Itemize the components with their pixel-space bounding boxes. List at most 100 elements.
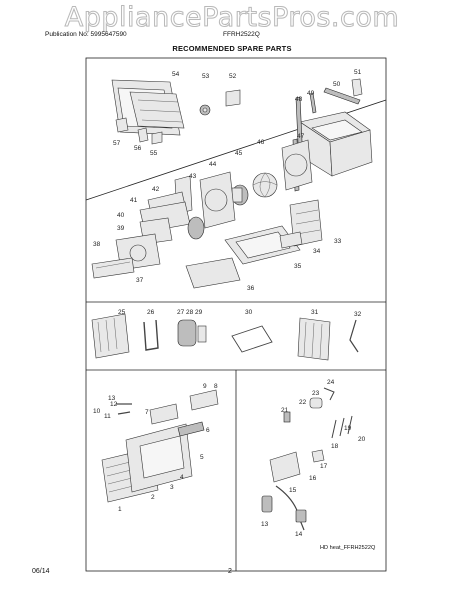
compressor-27-29 bbox=[177, 319, 207, 347]
small-bracket-57 bbox=[115, 117, 129, 133]
callout-29: 29 bbox=[195, 309, 203, 316]
callout-41: 41 bbox=[130, 197, 138, 204]
callout-6: 6 bbox=[206, 427, 210, 434]
callout-44: 44 bbox=[209, 161, 217, 168]
callout-15: 15 bbox=[289, 487, 297, 494]
control-52 bbox=[225, 89, 241, 107]
callout-8: 8 bbox=[214, 383, 218, 390]
filter-part bbox=[129, 91, 185, 129]
callout-23: 23 bbox=[312, 390, 320, 397]
callout-48: 48 bbox=[295, 96, 303, 103]
callout-31: 31 bbox=[311, 309, 319, 316]
callout-38: 38 bbox=[93, 241, 101, 248]
callout-55: 55 bbox=[150, 150, 158, 157]
heater-37 bbox=[91, 257, 135, 279]
callout-32: 32 bbox=[354, 311, 362, 318]
callout-35: 35 bbox=[294, 263, 302, 270]
callout-39: 39 bbox=[117, 225, 125, 232]
coil-25 bbox=[91, 313, 130, 359]
callout-3: 3 bbox=[170, 484, 174, 491]
callout-12: 12 bbox=[110, 401, 118, 408]
harness-30 bbox=[231, 325, 273, 353]
callout-27: 27 bbox=[177, 309, 185, 316]
clip-24 bbox=[323, 387, 335, 401]
callout-34: 34 bbox=[313, 248, 321, 255]
callout-22: 22 bbox=[299, 399, 307, 406]
small-bracket-56 bbox=[137, 127, 149, 143]
thermostat-22 bbox=[309, 397, 323, 409]
rail-49 bbox=[309, 92, 317, 114]
callout-5: 5 bbox=[200, 454, 204, 461]
control-box-7 bbox=[149, 403, 179, 425]
cabinet-part bbox=[299, 111, 373, 177]
callout-43: 43 bbox=[189, 173, 197, 180]
callout-28: 28 bbox=[186, 309, 194, 316]
callout-53: 53 bbox=[202, 73, 210, 80]
capillary-32 bbox=[349, 319, 359, 353]
sensor-21 bbox=[283, 411, 291, 423]
callout-18: 18 bbox=[331, 443, 339, 450]
callout-42: 42 bbox=[152, 186, 160, 193]
callout-4: 4 bbox=[180, 474, 184, 481]
callout-7: 7 bbox=[145, 409, 149, 416]
orifice-43 bbox=[199, 171, 236, 229]
callout-24: 24 bbox=[327, 379, 335, 386]
fan-blade-45 bbox=[252, 172, 278, 198]
heater-box-16 bbox=[269, 451, 301, 483]
small-bracket-55 bbox=[151, 131, 163, 145]
callout-46: 46 bbox=[257, 139, 265, 146]
callout-13: 13 bbox=[108, 395, 116, 402]
callout-9: 9 bbox=[203, 383, 207, 390]
switch-6 bbox=[177, 421, 205, 437]
publication-number: Publication No: 5995647590 bbox=[45, 31, 127, 38]
tab-17 bbox=[311, 449, 325, 463]
screws-10-12 bbox=[116, 403, 132, 415]
callout-49: 49 bbox=[307, 90, 315, 97]
callout-21: 21 bbox=[281, 407, 289, 414]
plug-14 bbox=[295, 509, 307, 523]
callout-33: 33 bbox=[334, 238, 342, 245]
callout-20: 20 bbox=[358, 436, 366, 443]
page-number: 2 bbox=[228, 568, 232, 575]
footer-date: 06/14 bbox=[32, 568, 50, 575]
callout-1: 1 bbox=[118, 506, 122, 513]
rail-50 bbox=[323, 87, 361, 105]
callout-51: 51 bbox=[354, 69, 362, 76]
bracket-34 bbox=[279, 231, 303, 249]
knob-53 bbox=[199, 104, 211, 116]
callout-45: 45 bbox=[235, 150, 243, 157]
front-cover-3 bbox=[125, 423, 193, 493]
callout-40: 40 bbox=[117, 212, 125, 219]
callout-16: 16 bbox=[309, 475, 317, 482]
remote-13 bbox=[261, 495, 273, 513]
callout-14: 14 bbox=[295, 531, 303, 538]
callout-37: 37 bbox=[136, 277, 144, 284]
callout-10: 10 bbox=[93, 408, 101, 415]
coil-31 bbox=[297, 317, 331, 361]
callout-26: 26 bbox=[147, 309, 155, 316]
tube-26 bbox=[143, 319, 159, 351]
callout-36: 36 bbox=[247, 285, 255, 292]
callout-19: 19 bbox=[344, 425, 352, 432]
pins-18-20 bbox=[331, 415, 353, 439]
callout-2: 2 bbox=[151, 494, 155, 501]
heat-kit-note: HD heat_FFRH2522Q bbox=[320, 545, 376, 551]
callout-52: 52 bbox=[229, 73, 237, 80]
callout-30: 30 bbox=[245, 309, 253, 316]
callout-13b: 13 bbox=[261, 521, 269, 528]
callout-25: 25 bbox=[118, 309, 126, 316]
callout-47: 47 bbox=[297, 133, 305, 140]
callout-54: 54 bbox=[172, 71, 180, 78]
callout-56: 56 bbox=[134, 145, 142, 152]
model-number: FFRH2522Q bbox=[223, 31, 260, 38]
page-title: RECOMMENDED SPARE PARTS bbox=[172, 44, 292, 53]
board-8-9 bbox=[189, 389, 219, 411]
shroud-46 bbox=[281, 139, 313, 191]
callout-57: 57 bbox=[113, 140, 121, 147]
callout-17: 17 bbox=[320, 463, 328, 470]
clip-51 bbox=[351, 78, 363, 97]
watermark: AppliancePartsPros.com bbox=[64, 2, 400, 34]
callout-50: 50 bbox=[333, 81, 341, 88]
blower-wheel bbox=[187, 216, 205, 240]
